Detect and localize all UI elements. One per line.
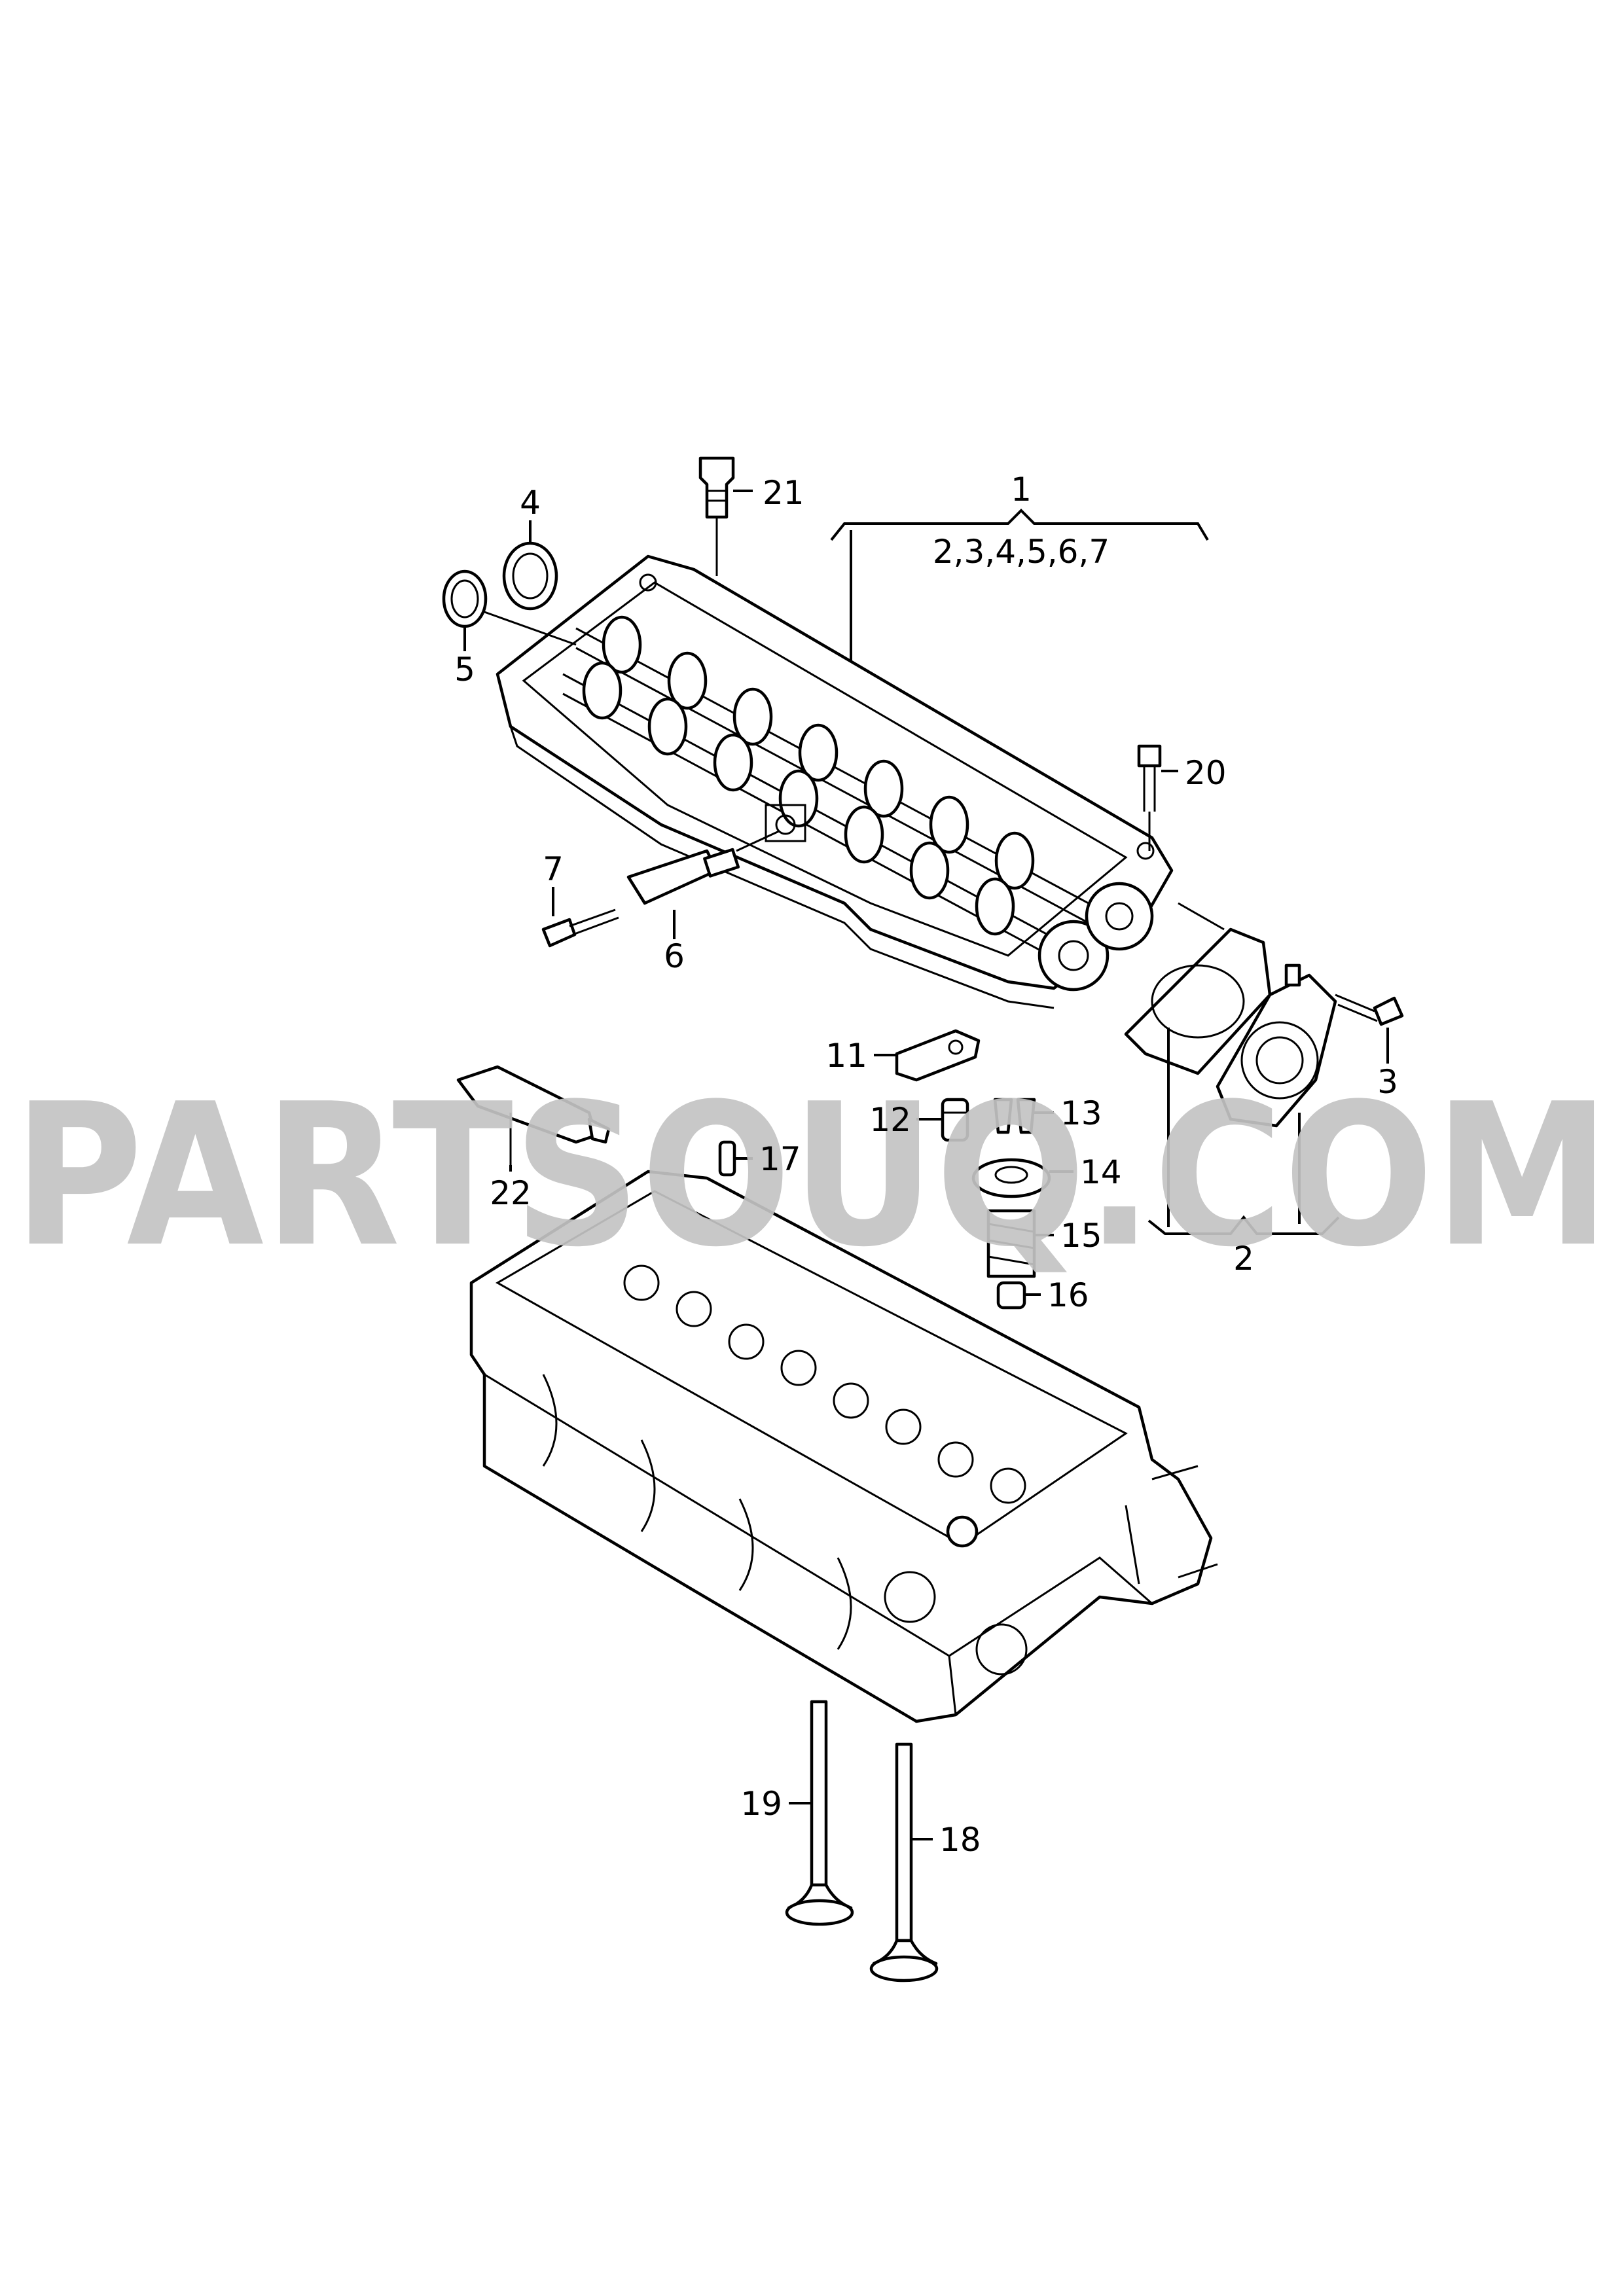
part-6-sensor [626, 830, 780, 905]
part-21-screw-plug [698, 456, 735, 576]
callout-22: 22 [490, 1174, 532, 1212]
callout-17: 17 [759, 1140, 801, 1178]
camshaft-housing [496, 554, 1174, 1009]
part-3-bolt [1335, 994, 1404, 1026]
callout-6: 6 [664, 937, 685, 975]
callout-5: 5 [454, 651, 475, 689]
callout-13: 13 [1060, 1094, 1102, 1132]
callout-2: 2 [1233, 1240, 1254, 1278]
part-20-bolt [1137, 744, 1162, 851]
part-13-cotter [993, 1098, 1036, 1134]
part-14-spring-cap [971, 1158, 1051, 1198]
watermark-text: PARTSOUQ.COM [13, 1062, 1610, 1290]
part-4-seal [502, 541, 558, 611]
sprocket-right [1085, 882, 1154, 951]
callout-4: 4 [520, 484, 541, 522]
callout-7: 7 [543, 850, 564, 888]
part-19-valve [785, 1700, 854, 1926]
callout-14: 14 [1080, 1153, 1122, 1191]
camshaft-lower [562, 661, 1087, 977]
part-18-valve [869, 1742, 939, 1982]
camshaft-upper [575, 615, 1113, 937]
callout-21: 21 [763, 474, 804, 512]
leader-lines [463, 490, 1389, 1840]
callout-19: 19 [740, 1785, 782, 1823]
callout-1-sub: 2,3,4,5,6,7 [933, 533, 1110, 571]
part-11-rocker-arm [895, 1029, 981, 1082]
part-22-sealant-tube [456, 1065, 611, 1165]
callout-20: 20 [1185, 754, 1227, 792]
part-5-seal [442, 569, 488, 628]
callout-12: 12 [869, 1101, 911, 1139]
callout-16: 16 [1047, 1276, 1089, 1314]
callout-18: 18 [939, 1821, 981, 1859]
callout-labels: 1 2,3,4,5,6,7 21 4 5 20 7 6 3 2 11 12 13… [454, 471, 1398, 1859]
part-7-bolt [541, 908, 619, 948]
callout-3: 3 [1377, 1063, 1398, 1101]
callout-1: 1 [1011, 471, 1032, 509]
callout-15: 15 [1060, 1217, 1102, 1255]
part-15-valve-spring [986, 1209, 1036, 1278]
sprocket-left [1038, 920, 1110, 992]
callout-11: 11 [825, 1037, 867, 1075]
cylinder-head [469, 1170, 1218, 1723]
part-2-vacuum-pump [1216, 963, 1337, 1128]
